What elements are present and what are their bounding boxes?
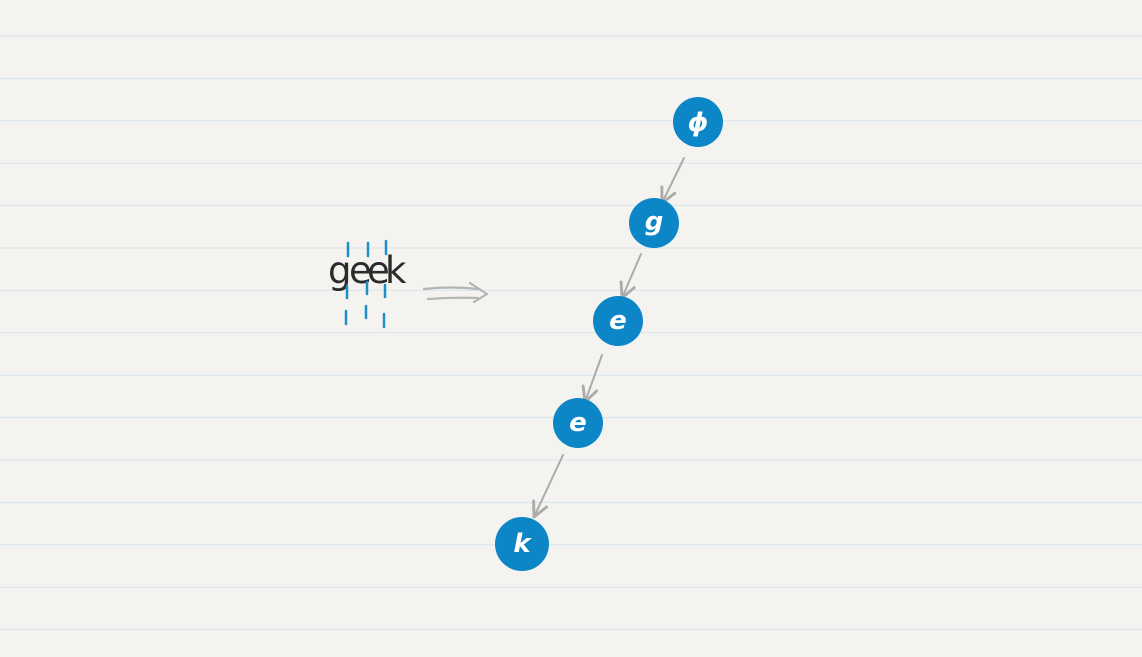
trie-root-node: ϕ: [673, 97, 723, 147]
trie-nodes: ϕ g e e k: [495, 97, 723, 571]
root-label: ϕ: [688, 108, 709, 138]
trie-node-e2: e: [553, 398, 603, 448]
edge-root-to-g: [660, 157, 685, 205]
edge-e-to-k: [532, 454, 564, 519]
implies-arrow-icon: [422, 281, 489, 304]
word-letter-g: g: [328, 249, 352, 292]
edge-g-to-e: [619, 253, 642, 300]
edge-e-to-e: [581, 354, 603, 404]
node-label: e: [569, 408, 587, 438]
input-word: g e e k: [328, 239, 407, 329]
trie-node-e1: e: [593, 296, 643, 346]
trie-node-g: g: [629, 198, 679, 248]
node-label: e: [609, 306, 627, 336]
word-letter-e2: e: [367, 249, 390, 292]
trie-node-k: k: [495, 517, 549, 571]
trie-edges: [532, 157, 685, 519]
split-marks: [344, 239, 388, 329]
node-label: g: [645, 207, 664, 237]
word-letter-k: k: [385, 249, 407, 292]
node-label: k: [513, 529, 532, 559]
ruled-lines: [0, 35, 1142, 631]
